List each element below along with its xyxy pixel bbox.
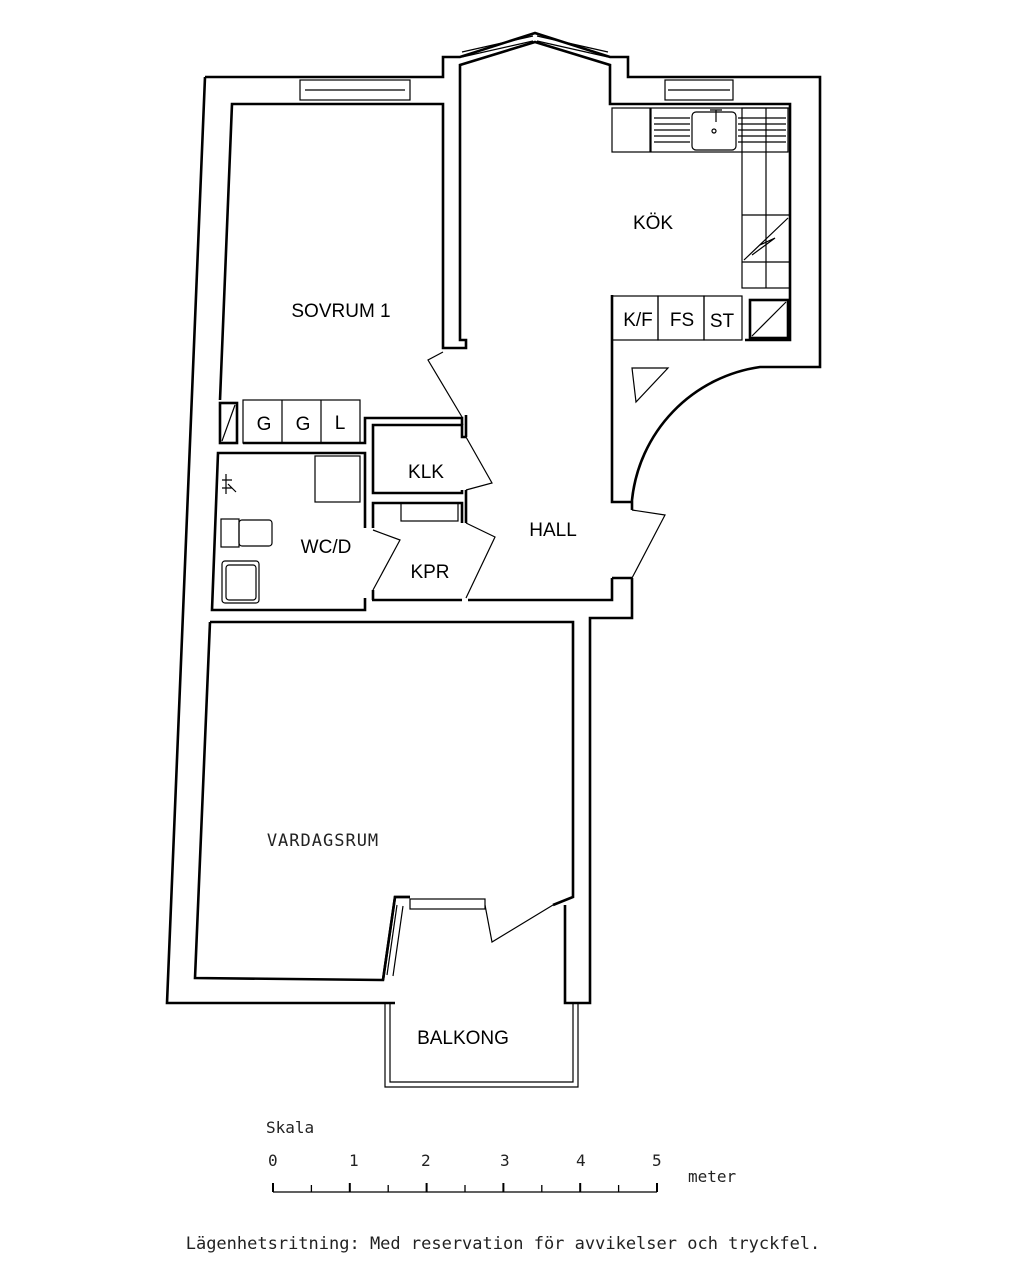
scale-tick-label: 1 [349, 1151, 359, 1170]
kitchen-counter [611, 107, 791, 404]
sovrum-wall [218, 40, 792, 401]
room-label-kok: KÖK [633, 213, 673, 234]
scale-tick-label: 5 [652, 1151, 662, 1170]
label-g2: G [296, 414, 311, 435]
label-fs: FS [670, 310, 694, 331]
label-l: L [335, 413, 346, 434]
windows [299, 35, 734, 977]
room-label-sovrum: SOVRUM 1 [291, 301, 390, 322]
outer-wall [165, 31, 822, 1005]
label-g1: G [257, 414, 272, 435]
scale-title: Skala [266, 1118, 314, 1137]
room-label-kpr: KPR [410, 562, 449, 583]
scale-bar: Skala 0 1 2 3 4 5 meter [266, 1118, 737, 1193]
scale-tick-label: 2 [421, 1151, 431, 1170]
label-st: ST [710, 311, 735, 332]
balcony-rail [384, 1003, 579, 1088]
label-kf: K/F [623, 310, 653, 331]
vardagsrum-wall [193, 620, 575, 982]
wcd-wall [210, 451, 367, 612]
balcony-door [484, 904, 554, 943]
scale-tick-label: 0 [268, 1151, 278, 1170]
scale-tick-label: 4 [576, 1151, 586, 1170]
kpr-wall [371, 501, 464, 600]
room-label-hall: HALL [529, 520, 577, 541]
hall-wall [468, 295, 632, 602]
room-label-klk: KLK [408, 462, 444, 483]
room-label-vardagsrum: VARDAGSRUM [267, 831, 379, 851]
doors [372, 351, 666, 599]
klk-wall [371, 423, 466, 495]
footer-disclaimer: Lägenhetsritning: Med reservation för av… [186, 1234, 821, 1254]
balcony-threshold [381, 895, 410, 1005]
room-label-balkong: BALKONG [417, 1028, 509, 1049]
room-label-wcd: WC/D [301, 537, 352, 558]
scale-unit: meter [688, 1167, 737, 1186]
closet-wall [243, 415, 468, 602]
scale-tick-label: 3 [500, 1151, 510, 1170]
bath-fittings [218, 399, 459, 604]
